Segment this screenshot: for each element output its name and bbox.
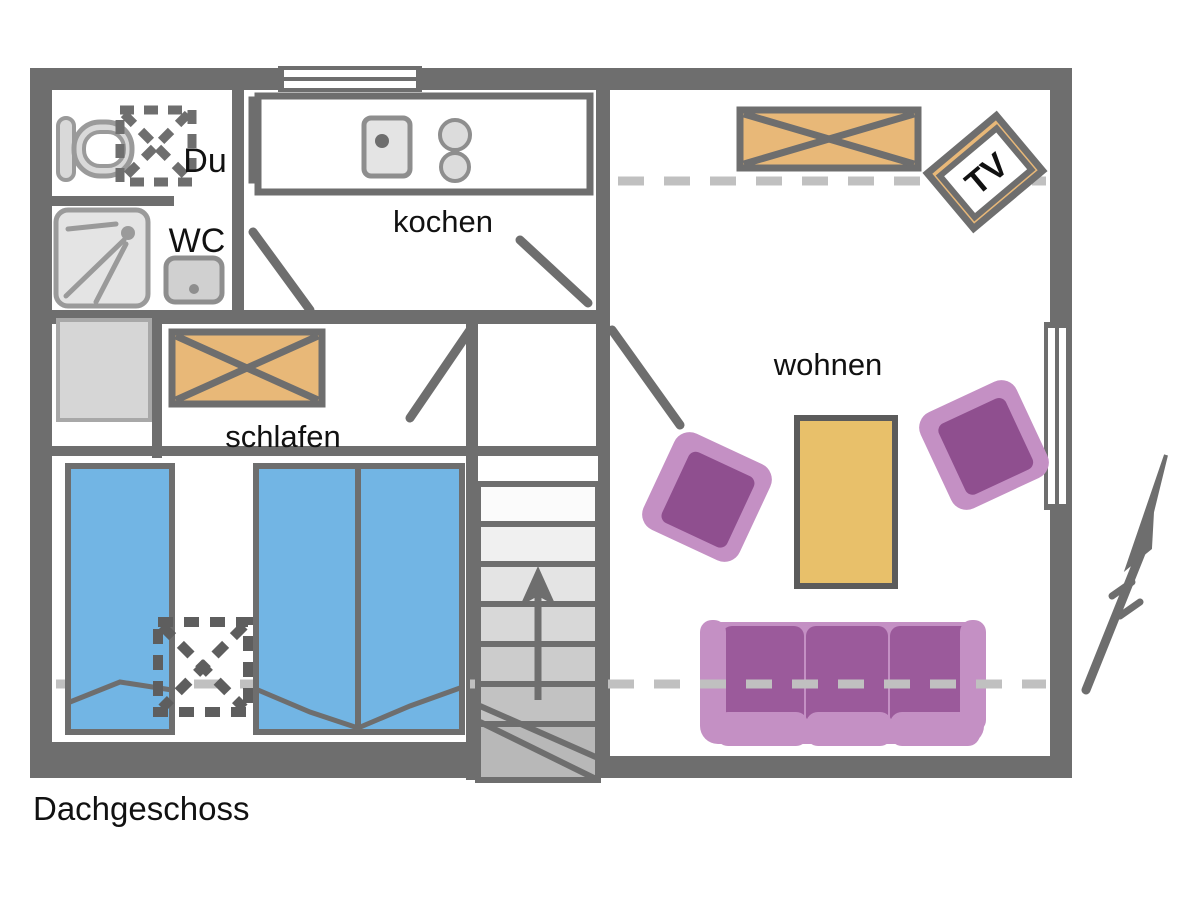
wall-du-wc bbox=[52, 196, 174, 206]
sofa-seat-2 bbox=[806, 626, 888, 730]
sofa-seat-1 bbox=[722, 626, 804, 730]
sofa-arm-left bbox=[700, 620, 726, 732]
bed-double bbox=[253, 463, 465, 735]
room-label-wc: WC bbox=[169, 222, 226, 260]
bathtub-drain bbox=[121, 226, 135, 240]
tv: TV bbox=[922, 110, 1048, 234]
shower-tray bbox=[115, 105, 197, 187]
bathtub-lines bbox=[63, 221, 129, 305]
section-lines bbox=[56, 176, 1046, 689]
kitchen-sink bbox=[361, 115, 413, 179]
kitchen-sink-drain bbox=[375, 134, 389, 148]
kitchen-furniture bbox=[248, 92, 594, 196]
wall-bedroom-bottom bbox=[52, 742, 472, 756]
wall-stair-top bbox=[466, 446, 610, 456]
stove-burner-top bbox=[438, 118, 472, 152]
coffee-table bbox=[794, 415, 898, 589]
kitchen-counter-main bbox=[254, 92, 594, 196]
window-top bbox=[278, 66, 422, 92]
sofa-arm-right bbox=[960, 620, 986, 732]
bathroom-wc bbox=[53, 207, 225, 309]
room-label-wohnen: wohnen bbox=[773, 347, 883, 382]
room-labels: Du WC kochen schlafen wohnen bbox=[169, 142, 883, 454]
living-cabinet bbox=[736, 106, 922, 172]
door-bedroom bbox=[405, 325, 475, 423]
door-swings bbox=[248, 227, 685, 430]
stair-up-arrow bbox=[520, 566, 556, 700]
wall-bedroom-left bbox=[152, 318, 162, 458]
washbasin-drain bbox=[189, 284, 199, 294]
staircase bbox=[475, 456, 601, 783]
wall-bath-right bbox=[232, 90, 244, 312]
room-label-du: Du bbox=[183, 142, 226, 180]
door-kitchen-left bbox=[248, 227, 315, 315]
wall-bedroom-top bbox=[52, 446, 472, 456]
armchair-right bbox=[919, 380, 1049, 510]
plan-caption: Dachgeschoss bbox=[33, 790, 249, 827]
wall-kitchen-bottom bbox=[244, 310, 494, 324]
stove-burner-bottom bbox=[439, 151, 471, 183]
window-right bbox=[1044, 322, 1072, 510]
sofa-seat-3 bbox=[890, 626, 972, 730]
room-label-kochen: kochen bbox=[393, 204, 493, 239]
room-label-schlafen: schlafen bbox=[225, 419, 340, 454]
nightstand bbox=[56, 318, 152, 422]
living-furniture: TV bbox=[642, 106, 1049, 746]
north-arrow-icon bbox=[1081, 454, 1168, 695]
bathroom-du bbox=[56, 105, 197, 187]
bedroom-dashed-unit bbox=[153, 617, 253, 717]
armchair-left bbox=[642, 432, 772, 562]
wardrobe bbox=[168, 328, 326, 408]
wall-kitchen-bottom-2 bbox=[482, 310, 610, 324]
door-kitchen-right bbox=[515, 235, 593, 308]
bedroom-furniture bbox=[56, 318, 465, 735]
washbasin bbox=[163, 255, 225, 305]
stair-break-lines bbox=[478, 703, 600, 783]
windows bbox=[278, 66, 1072, 510]
door-living bbox=[607, 325, 685, 430]
